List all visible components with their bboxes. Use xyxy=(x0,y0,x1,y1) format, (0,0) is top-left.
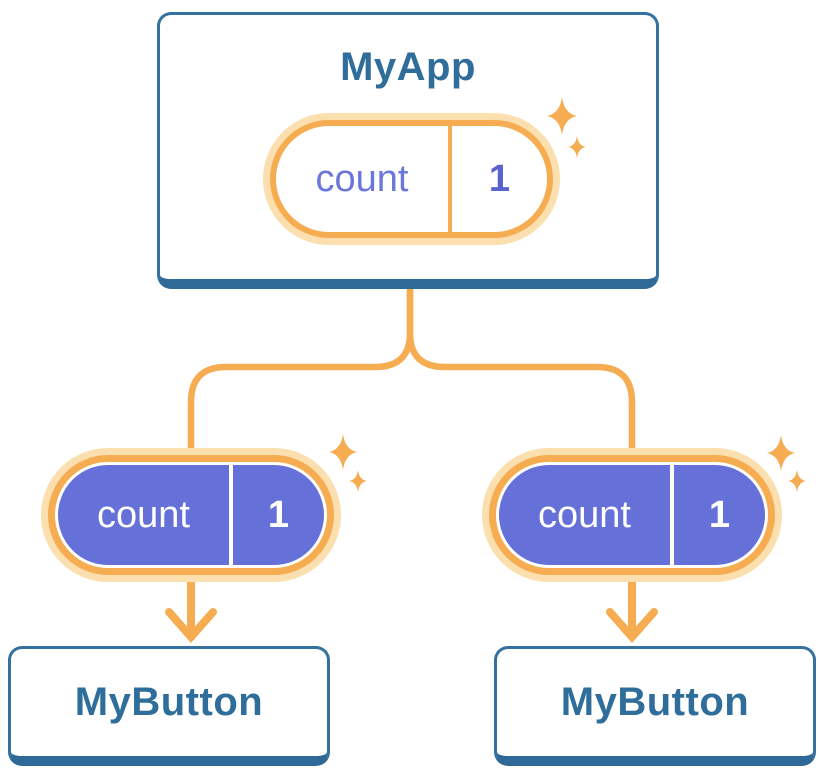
child-component-title: MyButton xyxy=(74,680,264,724)
pill-ring: count 1 xyxy=(48,455,334,575)
state-pill-body: count 1 xyxy=(496,462,768,568)
state-name: count xyxy=(315,157,409,200)
child-state-pill-right: count 1 xyxy=(482,448,782,582)
child-component-card-right: MyButton xyxy=(494,646,816,766)
state-pill-body: count 1 xyxy=(55,462,327,568)
pill-divider xyxy=(670,465,674,565)
state-value: 1 xyxy=(708,493,731,536)
pill-divider xyxy=(229,465,233,565)
child-component-title: MyButton xyxy=(560,680,750,724)
child-state-pill-left: count 1 xyxy=(41,448,341,582)
state-pill-body: count 1 xyxy=(270,120,553,238)
sparkles-icon xyxy=(328,433,367,493)
child-component-card-left: MyButton xyxy=(8,646,330,766)
root-component-title: MyApp xyxy=(340,45,476,89)
state-name: count xyxy=(538,493,631,536)
state-name: count xyxy=(97,493,190,536)
state-value: 1 xyxy=(488,157,511,200)
arrow-down-icon xyxy=(606,608,658,644)
state-value: 1 xyxy=(267,493,290,536)
pill-divider xyxy=(448,126,452,232)
pill-ring: count 1 xyxy=(489,455,775,575)
root-state-pill: count 1 xyxy=(263,113,560,245)
arrow-down-icon xyxy=(165,608,217,644)
